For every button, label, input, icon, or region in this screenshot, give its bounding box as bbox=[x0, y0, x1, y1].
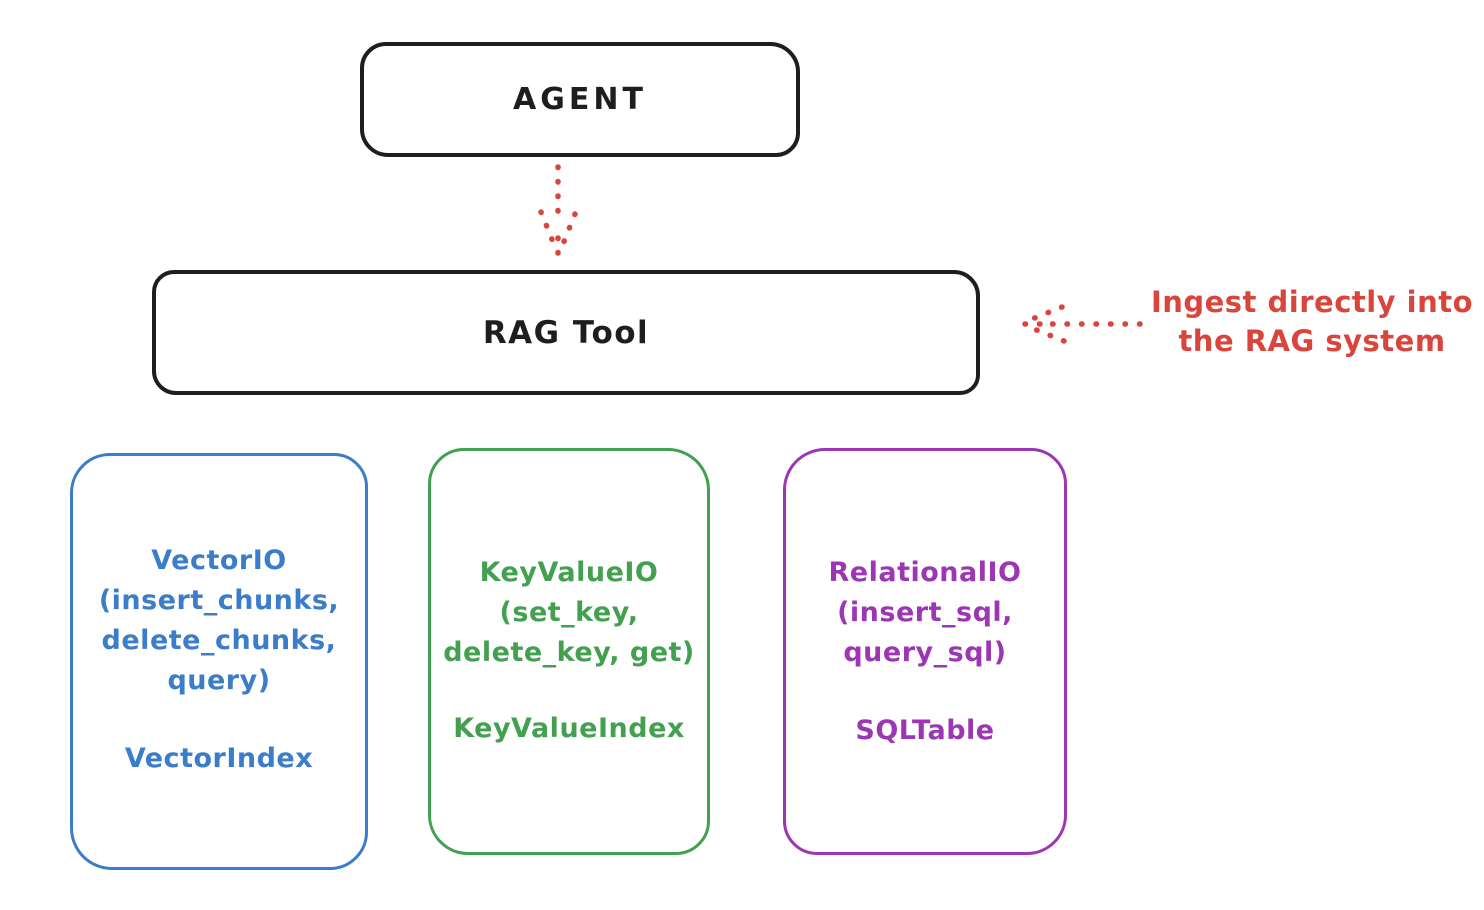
ingest-annotation-line-1: Ingest directly into bbox=[1150, 285, 1474, 319]
vector-io-line: (insert_chunks, bbox=[98, 585, 340, 616]
annotation-to-ragtool-arrow-icon bbox=[1017, 304, 1143, 344]
keyvalue-io-methods: KeyValueIO (set_key, delete_key, get) bbox=[431, 553, 707, 673]
agent-label: AGENT bbox=[513, 82, 647, 117]
relational-io-line: RelationalIO bbox=[828, 557, 1022, 588]
relational-io-box: RelationalIO (insert_sql, query_sql) SQL… bbox=[783, 448, 1067, 855]
relational-io-line: (insert_sql, bbox=[837, 597, 1013, 628]
keyvalue-io-line: delete_key, get) bbox=[443, 637, 695, 668]
keyvalue-io-line: KeyValueIO bbox=[479, 557, 659, 588]
agent-to-ragtool-arrow-icon bbox=[538, 164, 578, 264]
vector-io-line: VectorIO bbox=[151, 545, 287, 576]
vector-io-line: query) bbox=[167, 665, 271, 696]
rag-tool-box: RAG Tool bbox=[152, 270, 980, 395]
keyvalue-index-label: KeyValueIndex bbox=[453, 713, 685, 744]
relational-io-line: query_sql) bbox=[843, 637, 1007, 668]
agent-box: AGENT bbox=[360, 42, 800, 157]
vector-io-box: VectorIO (insert_chunks, delete_chunks, … bbox=[70, 453, 368, 870]
ingest-annotation: Ingest directly into the RAG system bbox=[1140, 283, 1484, 361]
ingest-annotation-line-2: the RAG system bbox=[1178, 324, 1446, 358]
vector-index-label: VectorIndex bbox=[124, 743, 314, 774]
vector-io-methods: VectorIO (insert_chunks, delete_chunks, … bbox=[73, 541, 365, 701]
sql-table-label: SQLTable bbox=[855, 715, 995, 746]
vector-io-line: delete_chunks, bbox=[101, 625, 337, 656]
keyvalue-io-line: (set_key, bbox=[499, 597, 639, 628]
keyvalue-io-box: KeyValueIO (set_key, delete_key, get) Ke… bbox=[428, 448, 710, 855]
rag-tool-label: RAG Tool bbox=[482, 314, 650, 351]
relational-io-methods: RelationalIO (insert_sql, query_sql) bbox=[786, 553, 1064, 673]
